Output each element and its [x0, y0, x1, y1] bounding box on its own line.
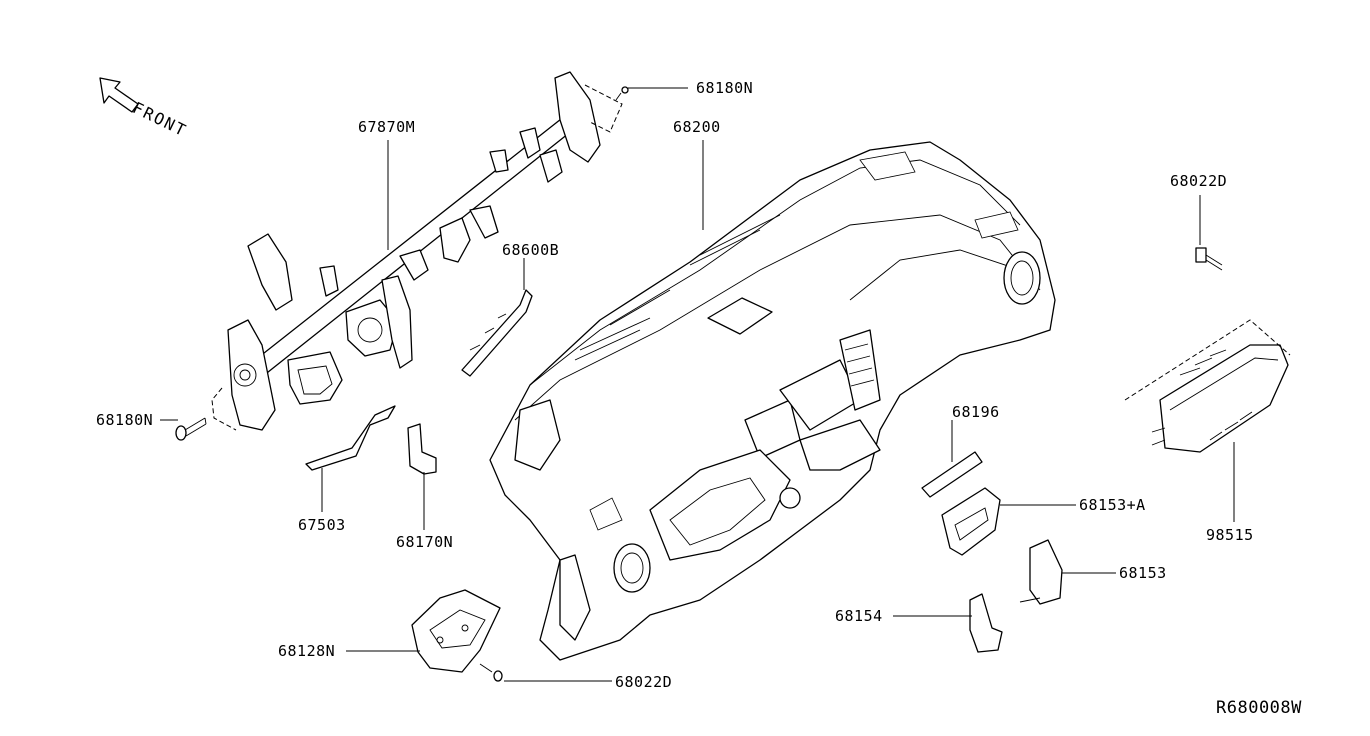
bracket-68196: [921, 451, 983, 498]
callout-68154: 68154: [835, 607, 883, 625]
drawing-id: R680008W: [1216, 698, 1302, 718]
callout-68022d-right: 68022D: [1170, 172, 1228, 190]
callout-67870m: 67870M: [358, 118, 416, 136]
callout-68022d-bottom: 68022D: [615, 673, 673, 691]
bolt-68180n-top-icon: [615, 86, 629, 101]
brace-68600b: [461, 289, 533, 377]
bracket-68153: [1019, 539, 1063, 605]
callout-68153a: 68153+A: [1079, 496, 1146, 514]
instrument-panel-68200: [489, 141, 1056, 661]
front-arrow-icon: [99, 77, 139, 113]
callout-68200: 68200: [673, 118, 721, 136]
bolt-68022d-right-icon: [1195, 247, 1223, 271]
airbag-module-98515: [1124, 319, 1291, 453]
callout-68180n-top: 68180N: [696, 79, 754, 97]
bracket-68153a: [941, 487, 1001, 556]
bolt-68180n-left-icon: [175, 417, 207, 441]
callout-68600b: 68600B: [502, 241, 560, 259]
callout-68180n-left: 68180N: [96, 411, 154, 429]
bracket-67503: [305, 405, 396, 471]
bracket-68154: [969, 593, 1003, 653]
callout-68128n: 68128N: [278, 642, 336, 660]
callout-68170n: 68170N: [396, 533, 454, 551]
callout-68153: 68153: [1119, 564, 1167, 582]
callout-67503: 67503: [298, 516, 346, 534]
callout-98515: 98515: [1206, 526, 1254, 544]
callout-68196: 68196: [952, 403, 1000, 421]
bolt-68022d-bottom-icon: [479, 663, 503, 682]
cover-68128n: [411, 589, 501, 673]
leader-lines: [160, 87, 1235, 682]
bracket-68170n: [407, 423, 437, 475]
steering-member-67870m: [211, 71, 623, 431]
